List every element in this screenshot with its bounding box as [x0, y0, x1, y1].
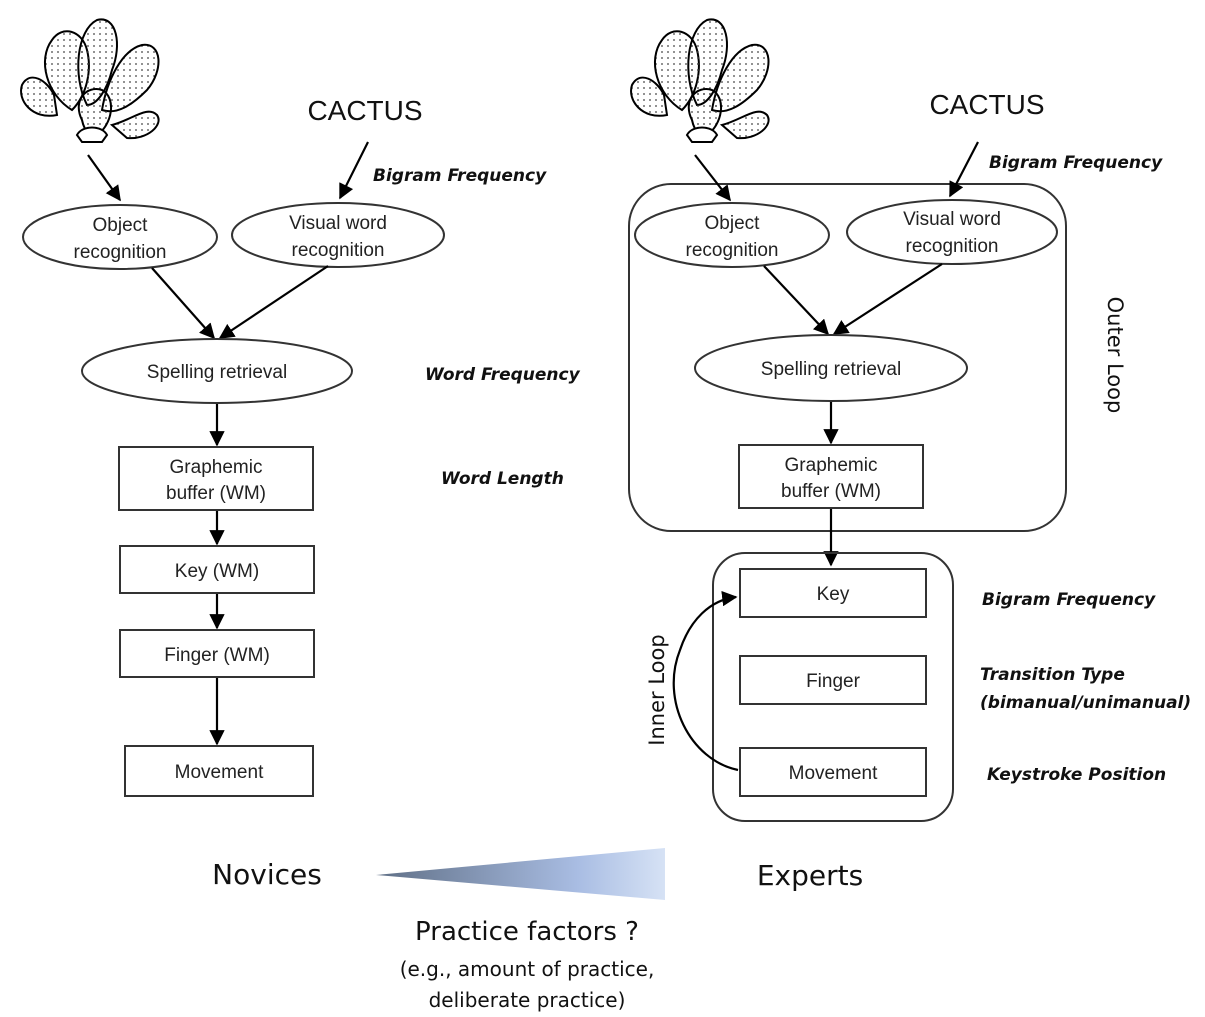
experts-label: Experts [757, 859, 863, 892]
stimulus-word-expert: CACTUS [929, 89, 1044, 120]
svg-text:Object: Object [705, 213, 761, 234]
arrow-object-to-spelling [151, 267, 216, 340]
factor-word-frequency: Word Frequency [425, 365, 581, 385]
stimulus-word-novice: CACTUS [307, 95, 422, 126]
node-object-recognition-expert: Object recognition [634, 202, 830, 268]
svg-text:Key: Key [817, 584, 850, 605]
svg-text:buffer (WM): buffer (WM) [781, 481, 881, 502]
svg-text:recognition: recognition [906, 236, 999, 257]
novices-label: Novices [212, 858, 322, 891]
factor-keystroke-position: Keystroke Position [987, 765, 1166, 785]
arrow-object-to-spelling-expert [763, 265, 830, 336]
factor-transition-detail: (bimanual/unimanual) [980, 693, 1191, 713]
svg-text:Graphemic: Graphemic [785, 455, 878, 476]
arrow-word-to-visual-expert [949, 141, 979, 198]
cactus-image-expert [630, 18, 770, 144]
node-graphemic-buffer-expert: Graphemic buffer (WM) [738, 444, 924, 509]
svg-text:Spelling retrieval: Spelling retrieval [147, 362, 287, 383]
node-movement-novice: Movement [124, 745, 314, 797]
node-visual-word-recognition-expert: Visual word recognition [846, 199, 1058, 265]
node-spelling-retrieval-expert: Spelling retrieval [694, 334, 968, 402]
arrow-word-to-visual [339, 141, 369, 200]
node-movement-expert: Movement [739, 747, 927, 797]
arrow-visual-to-spelling [218, 265, 329, 339]
outer-loop-box [628, 183, 1067, 532]
svg-text:recognition: recognition [292, 240, 385, 261]
practice-factors-note-line1: (e.g., amount of practice, [400, 957, 655, 981]
node-key-expert: Key [739, 568, 927, 618]
svg-text:Visual word: Visual word [903, 209, 1001, 230]
svg-text:Finger (WM): Finger (WM) [164, 645, 270, 666]
svg-text:Key (WM): Key (WM) [175, 561, 259, 582]
node-spelling-retrieval-novice: Spelling retrieval [81, 338, 353, 404]
node-visual-word-recognition-novice: Visual word recognition [231, 202, 445, 268]
svg-text:Movement: Movement [789, 763, 878, 784]
arrow-visual-to-spelling-expert [832, 263, 943, 335]
practice-gradient-wedge [376, 848, 665, 900]
outer-loop-label: Outer Loop [1103, 297, 1127, 414]
cactus-image-novice [20, 18, 160, 144]
practice-factors-note-line2: deliberate practice) [429, 988, 626, 1012]
practice-factors-title: Practice factors ? [415, 917, 639, 947]
node-finger-novice: Finger (WM) [119, 629, 315, 678]
node-finger-expert: Finger [739, 655, 927, 705]
svg-text:recognition: recognition [686, 240, 779, 261]
novice-diagram: CACTUS Bigram Frequency Object recogniti… [20, 18, 581, 797]
inner-loop-arrow [672, 590, 739, 772]
svg-text:Object: Object [93, 215, 149, 236]
inner-loop-box [712, 552, 954, 822]
node-key-novice: Key (WM) [119, 545, 315, 594]
svg-text:recognition: recognition [74, 242, 167, 263]
expert-diagram: CACTUS Bigram Frequency Outer Loop Objec… [628, 18, 1191, 822]
node-object-recognition-novice: Object recognition [22, 204, 218, 270]
svg-text:buffer (WM): buffer (WM) [166, 483, 266, 504]
svg-text:Finger: Finger [806, 671, 861, 692]
arrow-cactus-to-object-expert [694, 154, 731, 202]
factor-bigram-novice: Bigram Frequency [373, 166, 547, 186]
node-graphemic-buffer-novice: Graphemic buffer (WM) [118, 446, 314, 511]
factor-bigram-expert-key: Bigram Frequency [982, 590, 1156, 610]
factor-bigram-expert-top: Bigram Frequency [989, 153, 1163, 173]
factor-transition-type: Transition Type [980, 665, 1125, 685]
arrow-cactus-to-object [87, 154, 121, 202]
svg-text:Movement: Movement [175, 762, 264, 783]
factor-word-length: Word Length [441, 469, 564, 489]
practice-continuum: Novices Experts Practice factors ? (e.g.… [212, 848, 863, 1012]
inner-loop-label: Inner Loop [645, 634, 669, 745]
svg-text:Visual word: Visual word [289, 213, 387, 234]
svg-text:Spelling retrieval: Spelling retrieval [761, 359, 901, 380]
svg-text:Graphemic: Graphemic [170, 457, 263, 478]
